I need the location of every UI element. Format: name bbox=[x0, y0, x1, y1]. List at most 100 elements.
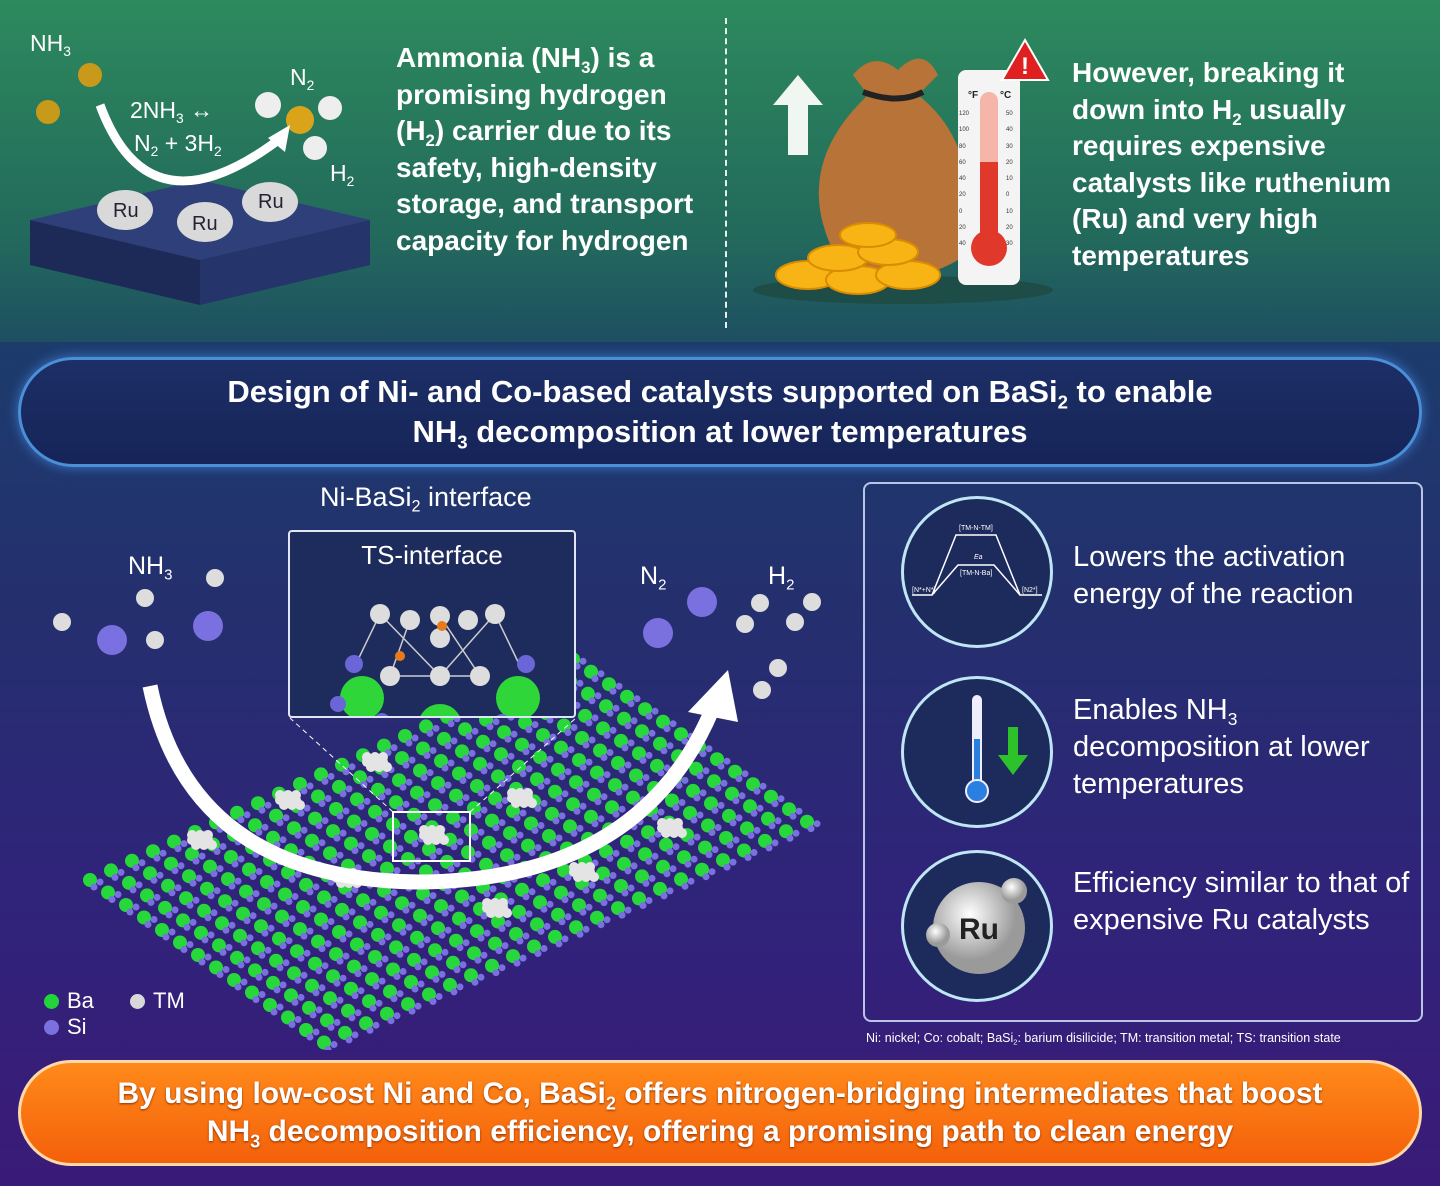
celsius-label: °C bbox=[1000, 90, 1012, 101]
si-atom bbox=[336, 812, 344, 820]
tm-cluster-atom bbox=[374, 762, 384, 772]
ba-atom bbox=[287, 821, 301, 836]
si-atom bbox=[144, 921, 152, 928]
si-atom bbox=[216, 865, 224, 873]
si-atom bbox=[432, 975, 440, 983]
si-atom bbox=[261, 823, 269, 831]
si-atom bbox=[237, 855, 245, 863]
si-atom bbox=[426, 769, 434, 777]
si-atom bbox=[396, 845, 404, 852]
si-atom bbox=[525, 726, 533, 734]
ba-atom bbox=[758, 833, 772, 848]
ba-atom bbox=[695, 862, 709, 877]
si-atom bbox=[645, 897, 653, 904]
si-atom bbox=[357, 948, 365, 955]
si-atom bbox=[252, 996, 260, 1003]
si-atom bbox=[543, 777, 551, 785]
si-atom bbox=[540, 905, 548, 913]
tm-cluster-atom bbox=[519, 798, 529, 808]
tm-cluster-atom bbox=[677, 828, 687, 838]
si-atom bbox=[555, 795, 563, 803]
ba-atom bbox=[293, 777, 307, 791]
si-atom bbox=[573, 807, 581, 815]
si-atom bbox=[297, 809, 305, 817]
si-atom bbox=[300, 787, 308, 795]
si-atom bbox=[750, 849, 758, 856]
si-atom bbox=[258, 991, 266, 998]
ba-atom bbox=[341, 1003, 355, 1018]
si-atom bbox=[318, 800, 326, 807]
si-atom bbox=[564, 913, 572, 921]
ba-atom bbox=[614, 733, 628, 748]
si-atom bbox=[693, 794, 701, 802]
tm-cluster-atom bbox=[502, 908, 512, 918]
tm-cluster-atom bbox=[207, 840, 217, 850]
ba-atom bbox=[581, 686, 595, 701]
molecule-atom bbox=[753, 681, 771, 699]
ba-atom bbox=[650, 758, 664, 773]
si-atom bbox=[468, 895, 476, 902]
ba-atom bbox=[518, 715, 532, 730]
ba-atom bbox=[353, 915, 367, 930]
si-atom bbox=[318, 839, 326, 847]
si-atom bbox=[537, 927, 545, 935]
si-atom bbox=[432, 724, 440, 732]
si-atom bbox=[735, 814, 743, 822]
ba-atom bbox=[683, 806, 697, 820]
ba-atom bbox=[185, 847, 199, 862]
si-atom bbox=[255, 973, 263, 981]
si-atom bbox=[726, 841, 734, 849]
warning-icon: ! bbox=[1000, 38, 1050, 81]
ba-atom bbox=[242, 862, 256, 877]
ba-atom bbox=[434, 899, 448, 914]
si-atom bbox=[351, 847, 359, 855]
si-atom bbox=[765, 844, 773, 852]
ba-atom bbox=[284, 988, 298, 1003]
ru-label: Ru bbox=[959, 913, 999, 946]
ba-atom bbox=[506, 949, 520, 964]
si-atom bbox=[768, 822, 776, 830]
si-atom bbox=[624, 906, 632, 914]
si-atom bbox=[663, 764, 671, 772]
si-atom bbox=[363, 797, 371, 805]
ba-atom bbox=[455, 889, 469, 904]
si-atom bbox=[312, 1028, 320, 1036]
si-atom bbox=[477, 973, 485, 981]
si-atom bbox=[579, 802, 587, 810]
si-atom bbox=[486, 723, 494, 731]
conclusion-line1: By using low-cost Ni and Co, BaSi2 offer… bbox=[117, 1077, 1323, 1114]
si-atom bbox=[663, 870, 671, 878]
ba-atom bbox=[677, 850, 691, 865]
ba-atom bbox=[251, 941, 265, 956]
si-atom bbox=[330, 895, 338, 903]
ba-atom bbox=[266, 830, 280, 845]
si-atom bbox=[408, 756, 416, 764]
si-atom bbox=[444, 926, 452, 934]
si-atom bbox=[366, 1026, 374, 1034]
zoom-region-box bbox=[392, 811, 471, 862]
ba-atom bbox=[548, 929, 562, 944]
molecule-atom bbox=[803, 593, 821, 611]
ba-atom bbox=[737, 843, 751, 858]
c-tick: 10 bbox=[1006, 176, 1013, 183]
si-atom bbox=[627, 739, 635, 747]
si-atom bbox=[90, 883, 98, 891]
ba-atom bbox=[515, 737, 529, 752]
si-atom bbox=[660, 892, 668, 900]
si-atom bbox=[258, 951, 266, 959]
si-atom bbox=[537, 782, 545, 790]
si-atom bbox=[705, 745, 713, 753]
equation-line2: N2 + 3H2 bbox=[134, 130, 222, 159]
c-tick: 40 bbox=[1006, 127, 1013, 134]
si-atom bbox=[777, 795, 785, 803]
si-atom bbox=[321, 923, 329, 930]
si-atom bbox=[363, 903, 371, 911]
ba-atom bbox=[674, 872, 688, 887]
si-atom bbox=[336, 957, 344, 965]
ba-atom bbox=[458, 722, 472, 737]
si-atom bbox=[222, 966, 230, 973]
si-atom bbox=[231, 899, 239, 907]
si-atom bbox=[633, 695, 641, 703]
ba-atom bbox=[455, 744, 469, 759]
si-atom bbox=[219, 948, 227, 956]
